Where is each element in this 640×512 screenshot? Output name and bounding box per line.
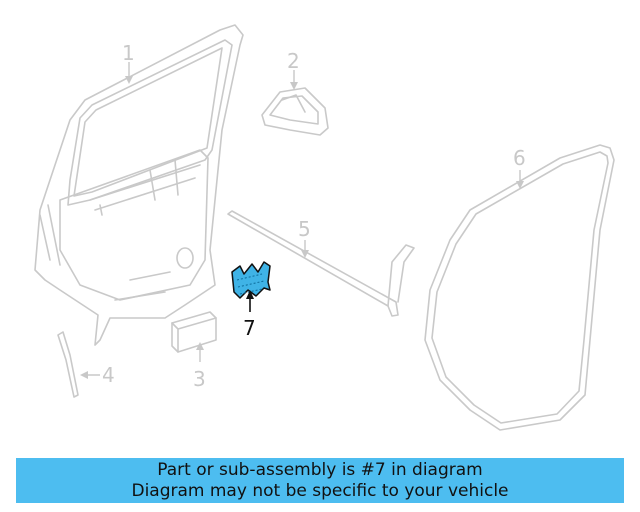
leader-1-arrow	[125, 76, 133, 84]
callout-labels: 1 2 3 4 5 6 7	[102, 41, 526, 391]
part-7-highlighted[interactable]	[231, 261, 271, 299]
callout-3: 3	[193, 367, 206, 391]
banner-line-2: Diagram may not be specific to your vehi…	[131, 480, 509, 501]
part-5-belt-molding[interactable]	[227, 210, 415, 317]
info-banner: Part or sub-assembly is #7 in diagram Di…	[16, 458, 624, 503]
leader-3-arrow	[196, 342, 204, 350]
leader-7-arrow	[246, 290, 254, 299]
part-4-strip[interactable]	[57, 331, 79, 398]
banner-line-1: Part or sub-assembly is #7 in diagram	[157, 459, 483, 480]
callout-leaders	[80, 62, 524, 379]
callout-4: 4	[102, 363, 115, 387]
part-1-door-shell[interactable]	[34, 24, 244, 346]
leader-2-arrow	[290, 82, 298, 90]
leader-6-arrow	[516, 181, 524, 189]
callout-6: 6	[513, 146, 526, 170]
part-6-weatherstrip[interactable]	[424, 144, 615, 431]
callout-7: 7	[243, 316, 256, 340]
callout-5: 5	[298, 217, 311, 241]
leader-4-arrow	[80, 371, 88, 379]
part-2-handle-housing[interactable]	[261, 87, 329, 136]
parts-diagram: 1 2 3 4 5 6 7	[34, 24, 615, 431]
part-3-pad[interactable]	[171, 311, 217, 353]
callout-1: 1	[122, 41, 135, 65]
leader-5-arrow	[301, 250, 309, 258]
callout-2: 2	[287, 49, 300, 73]
